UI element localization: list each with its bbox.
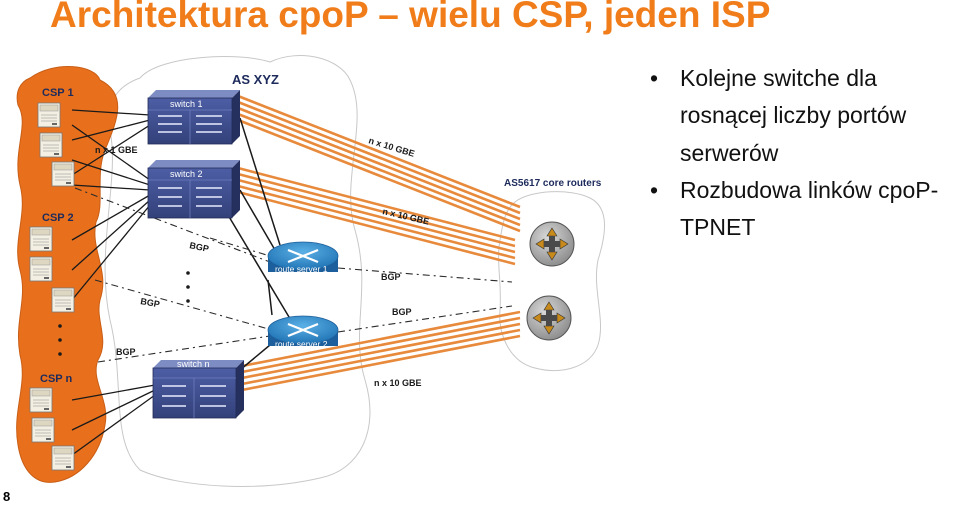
trunk-bundle-1 <box>237 94 521 233</box>
bgp-label-4: BGP <box>381 272 401 282</box>
csp-ellipsis <box>58 324 62 356</box>
switch-n-label: switch n <box>177 359 210 369</box>
switch-2-label: switch 2 <box>170 169 203 179</box>
csp-uplink-label: n x 1 GBE <box>95 145 138 155</box>
core-router-2 <box>526 295 572 341</box>
trunk-bundle-2 <box>237 166 516 266</box>
core-label: AS5617 core routers <box>504 178 602 189</box>
core-router-1 <box>529 221 575 267</box>
bgp-sessions <box>74 187 513 363</box>
bullet-item: Kolejne switche dla rosnącej liczby port… <box>650 60 955 172</box>
slide-title: Architektura cpoP – wielu CSP, jeden ISP <box>50 0 771 35</box>
bgp-label-3: BGP <box>116 347 136 357</box>
bgp-label-5: BGP <box>392 307 412 317</box>
switch-1-label: switch 1 <box>170 99 203 109</box>
csp2-label: CSP 2 <box>42 212 74 224</box>
route-server-2-label: route server 2 <box>275 339 328 349</box>
core-cloud <box>498 191 606 372</box>
csp1-label: CSP 1 <box>42 87 74 99</box>
trunk-3-label: n x 10 GBE <box>374 378 422 388</box>
bullet-item: Rozbudowa linków cpoP-TPNET <box>650 172 955 247</box>
switch-n <box>152 360 244 419</box>
trunk-bundle-3 <box>241 310 521 392</box>
route-server-2 <box>267 315 339 346</box>
route-server-1-label: route server 1 <box>275 264 328 274</box>
switch-2 <box>147 160 240 219</box>
switch-ellipsis <box>186 271 190 303</box>
cspn-label: CSP n <box>40 373 72 385</box>
switch-rs-links <box>224 117 293 371</box>
route-server-1 <box>267 241 339 272</box>
bullet-list: Kolejne switche dla rosnącej liczby port… <box>650 60 955 246</box>
bgp-label-1: BGP <box>189 240 210 254</box>
csp-uplinks <box>71 109 156 456</box>
bgp-label-2: BGP <box>140 296 161 309</box>
as-label: AS XYZ <box>232 72 279 87</box>
slide-number: 8 <box>3 489 11 504</box>
switch-1 <box>147 90 240 145</box>
csp-cloud <box>16 66 119 483</box>
